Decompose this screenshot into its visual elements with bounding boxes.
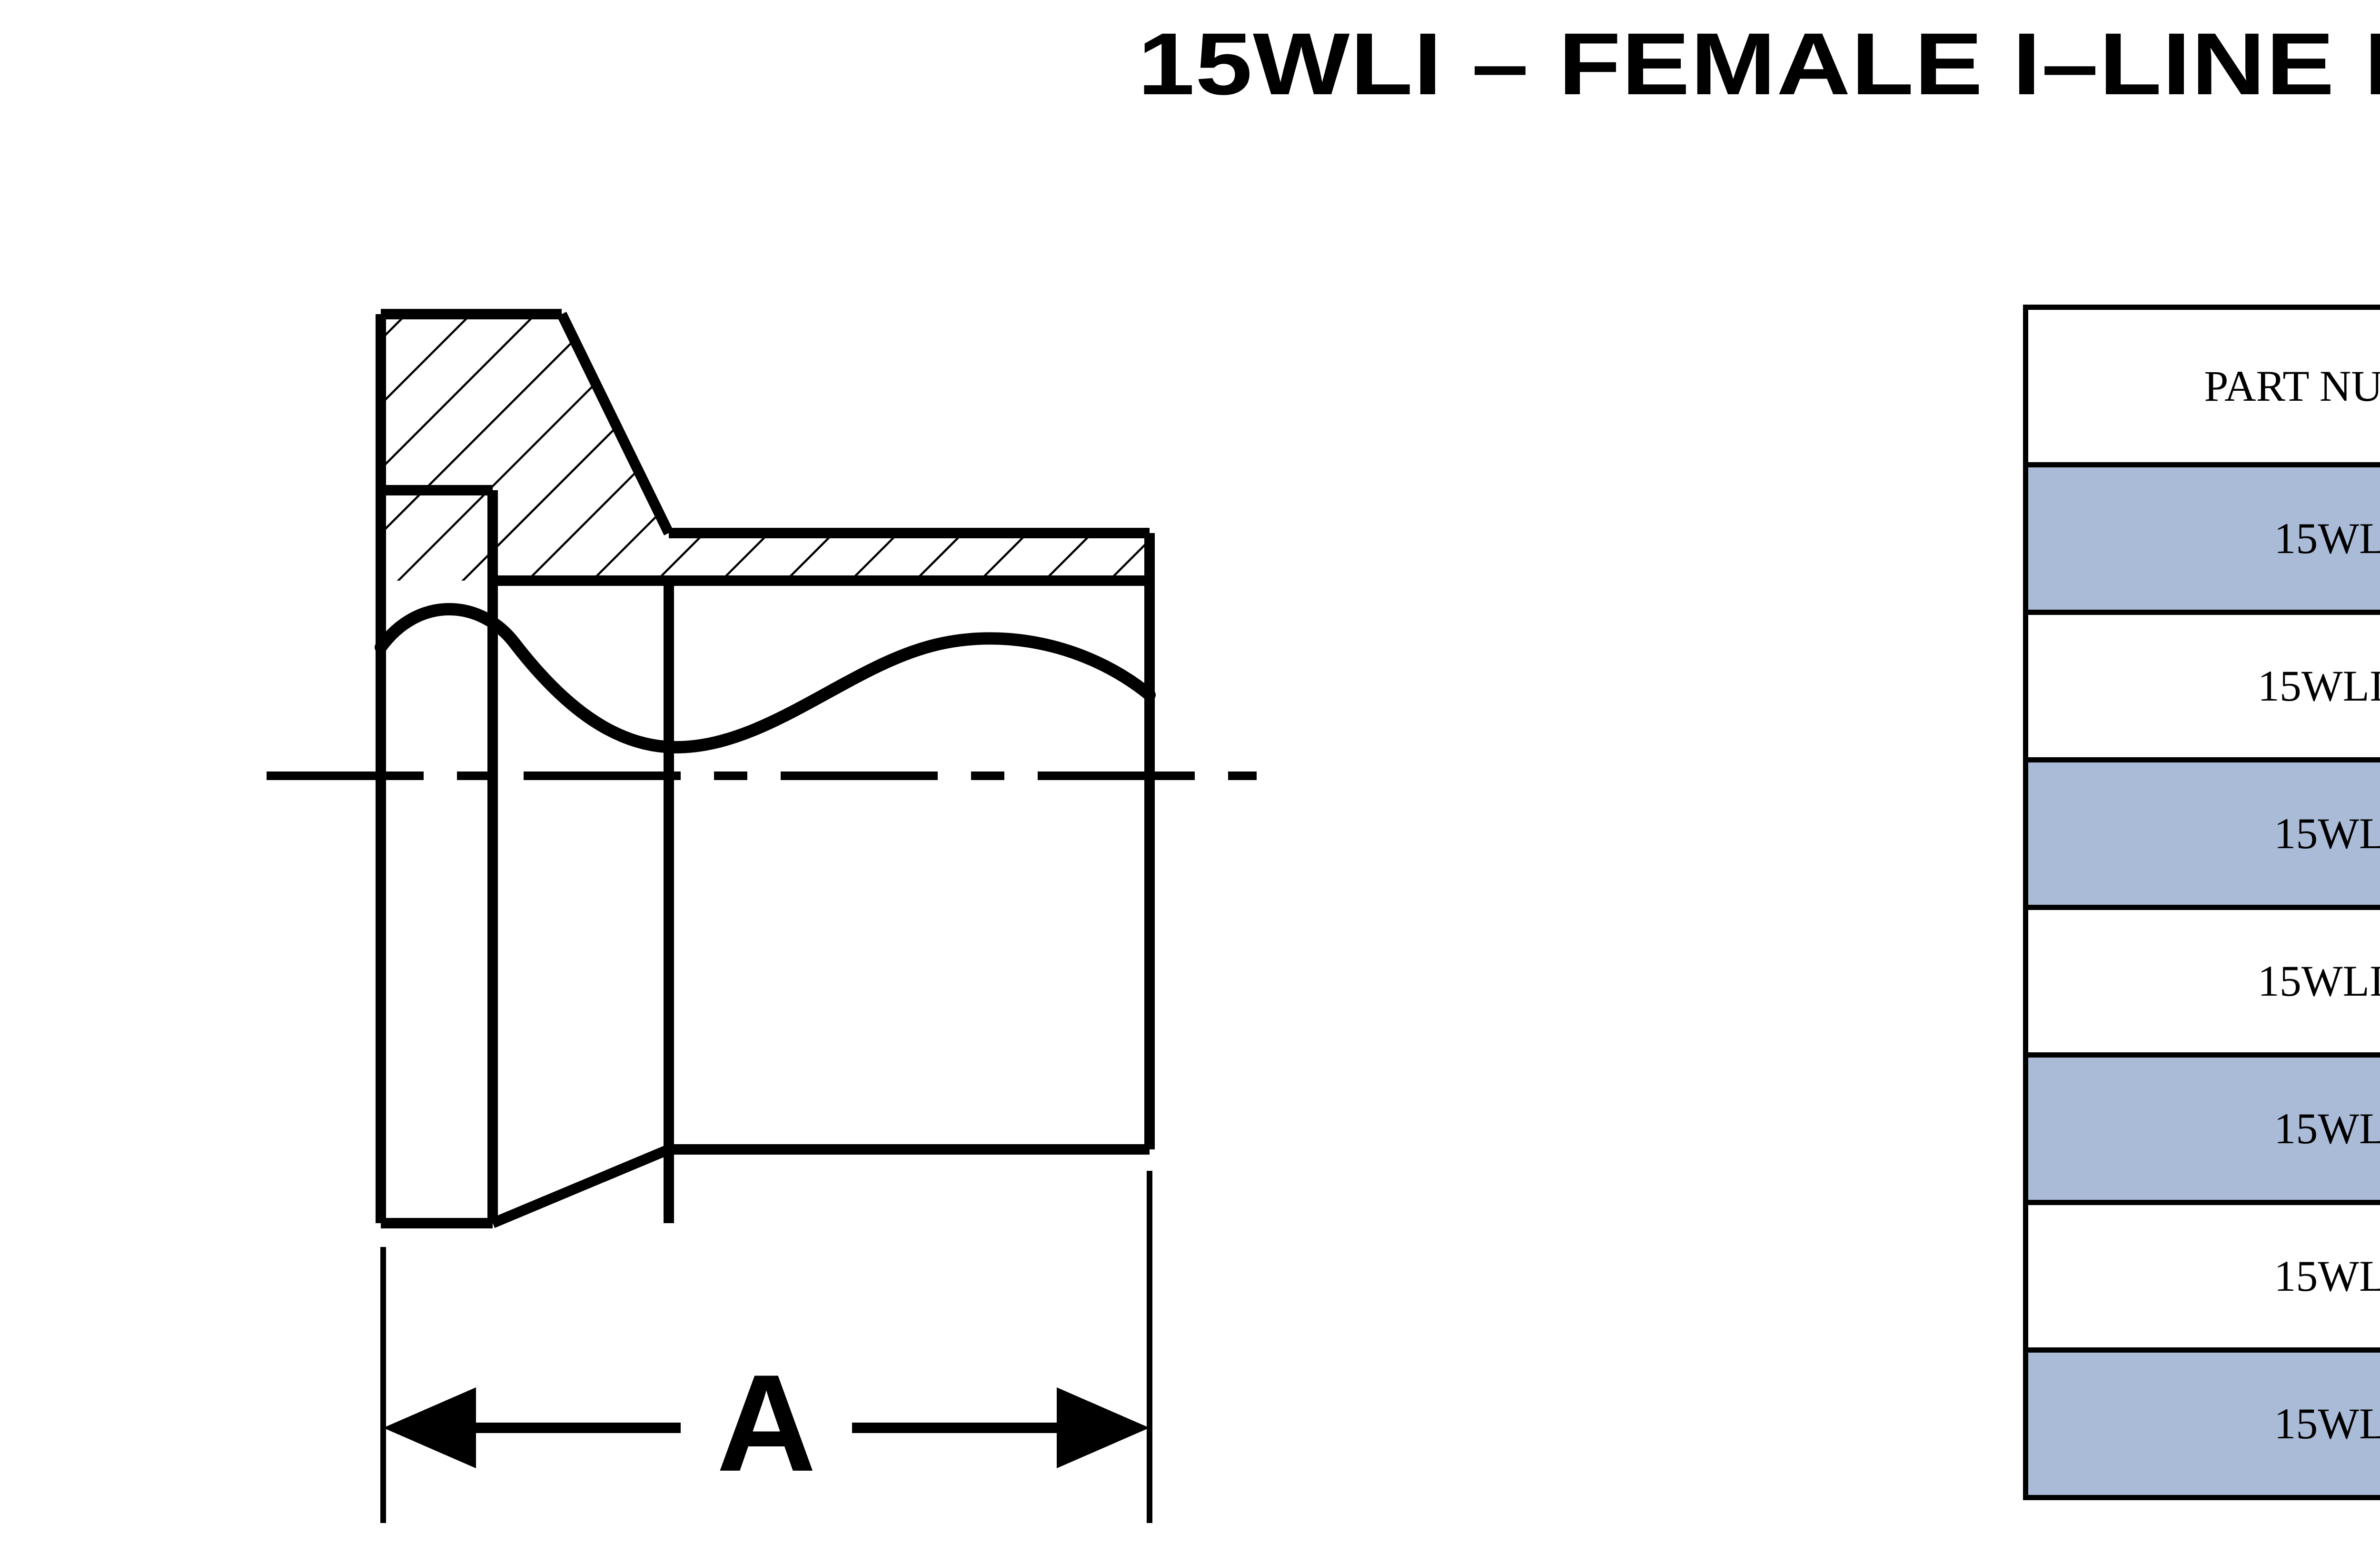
dimension-label-a: A xyxy=(716,1346,816,1500)
ferrule-outline xyxy=(376,309,1155,1228)
cell-part-number: 15WLI-6 xyxy=(2023,1347,2380,1501)
cell-part-number: 15WLI-3 xyxy=(2023,1052,2380,1206)
break-line xyxy=(375,603,1156,754)
dimension-line-a xyxy=(383,1387,1150,1468)
header-part-number: PART NUMBER xyxy=(2023,304,2380,468)
table-row: 15WLI-2.5 2-1/2 2.500 xyxy=(2023,905,2380,1058)
table-row: 15WLI-1.5 1-1/2 2.031 xyxy=(2023,610,2380,763)
cell-part-number: 15WLI-1 xyxy=(2023,462,2380,615)
table-row: 15WLI-1 1 1.750 xyxy=(2023,462,2380,615)
table-row: 15WLI-2 2 2.312 xyxy=(2023,757,2380,910)
table-header-row: PART NUMBER SIZE (inches) A (inches) xyxy=(2023,304,2380,468)
table-row: 15WLI-4 4 3.000 xyxy=(2023,1200,2380,1353)
specifications-table: PART NUMBER SIZE (inches) A (inches) 15W… xyxy=(2023,304,2380,1501)
table-row: 15WLI-6 6 3.000 xyxy=(2023,1347,2380,1501)
cell-part-number: 15WLI-2.5 xyxy=(2023,905,2380,1058)
ferrule-cross-section-drawing: A xyxy=(0,267,1952,1553)
table-row: 15WLI-3 3 2.688 xyxy=(2023,1052,2380,1206)
cell-part-number: 15WLI-2 xyxy=(2023,757,2380,910)
dimension-extension-lines xyxy=(380,1171,1152,1523)
cell-part-number: 15WLI-4 xyxy=(2023,1200,2380,1353)
cell-part-number: 15WLI-1.5 xyxy=(2023,610,2380,763)
page-title: 15WLI – FEMALE I–LINE LONG WELD FERRULE xyxy=(1138,15,2380,113)
